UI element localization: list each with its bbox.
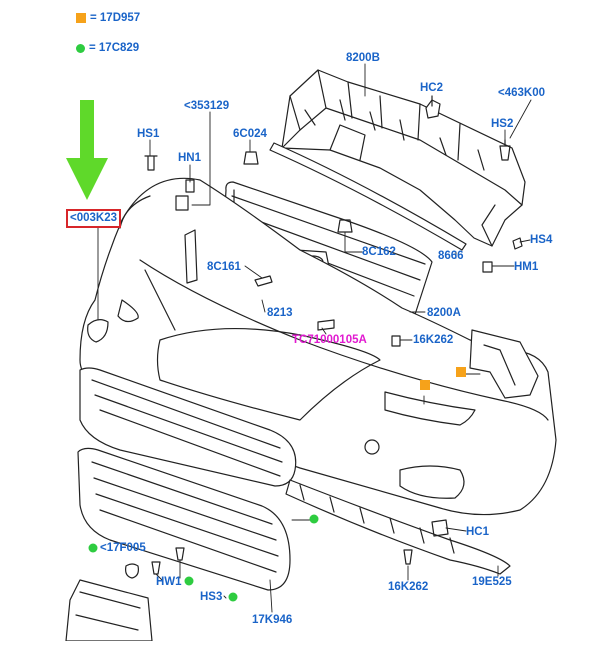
legend-item-green: = 17C829 bbox=[76, 42, 139, 54]
leader-lines bbox=[97, 63, 532, 613]
callout-17k946: 17K946 bbox=[252, 614, 293, 626]
callout-8200A: 8200A bbox=[427, 307, 461, 319]
trim-strip bbox=[269, 142, 467, 251]
legend-item-orange: = 17D957 bbox=[76, 12, 140, 24]
callout-hs3: HS3 bbox=[200, 591, 223, 603]
orange-square-icon bbox=[76, 13, 86, 23]
color-markers bbox=[88, 367, 466, 602]
callout-17f005: <17F005 bbox=[100, 542, 146, 554]
callout-16k262-upper: 16K262 bbox=[413, 334, 454, 346]
callout-hs4: HS4 bbox=[530, 234, 553, 246]
callout-hs1: HS1 bbox=[137, 128, 160, 140]
callout-6c024: 6C024 bbox=[233, 128, 267, 140]
callout-16k262-lower: 16K262 bbox=[388, 581, 429, 593]
callout-hw1: HW1 bbox=[156, 576, 182, 588]
callout-8c162: 8C162 bbox=[362, 246, 396, 258]
lower-grille bbox=[77, 447, 291, 591]
fasteners bbox=[125, 139, 523, 579]
callout-8213: 8213 bbox=[267, 307, 293, 319]
callout-8c161: 8C161 bbox=[207, 261, 241, 273]
legend-text: = 17C829 bbox=[89, 42, 140, 54]
hc2-clip bbox=[425, 99, 441, 119]
callout-hs2: HS2 bbox=[491, 118, 514, 130]
reinforcement-beam bbox=[281, 69, 526, 247]
callout-8666: 8666 bbox=[438, 250, 464, 262]
legend-text: = 17D957 bbox=[90, 12, 141, 24]
callout-463k00: <463K00 bbox=[498, 87, 545, 99]
callout-hc1: HC1 bbox=[466, 526, 490, 538]
lower-splitter bbox=[285, 479, 511, 575]
callout-hn1: HN1 bbox=[178, 152, 202, 164]
green-dot-icon bbox=[76, 43, 85, 53]
license-plate-bracket bbox=[65, 579, 153, 642]
side-bracket bbox=[469, 329, 539, 399]
callout-353129: <353129 bbox=[184, 100, 230, 112]
callout-003k23-highlighted: <003K23 bbox=[66, 209, 121, 228]
green-pointer-arrow bbox=[66, 100, 108, 200]
callout-8200B: 8200B bbox=[346, 52, 380, 64]
callout-hc2: HC2 bbox=[420, 82, 444, 94]
callout-hm1: HM1 bbox=[514, 261, 539, 273]
callout-tc71000105a: TC71000105A bbox=[292, 334, 367, 346]
callout-19e525: 19E525 bbox=[472, 576, 512, 588]
lower-grille-upper bbox=[79, 367, 297, 487]
